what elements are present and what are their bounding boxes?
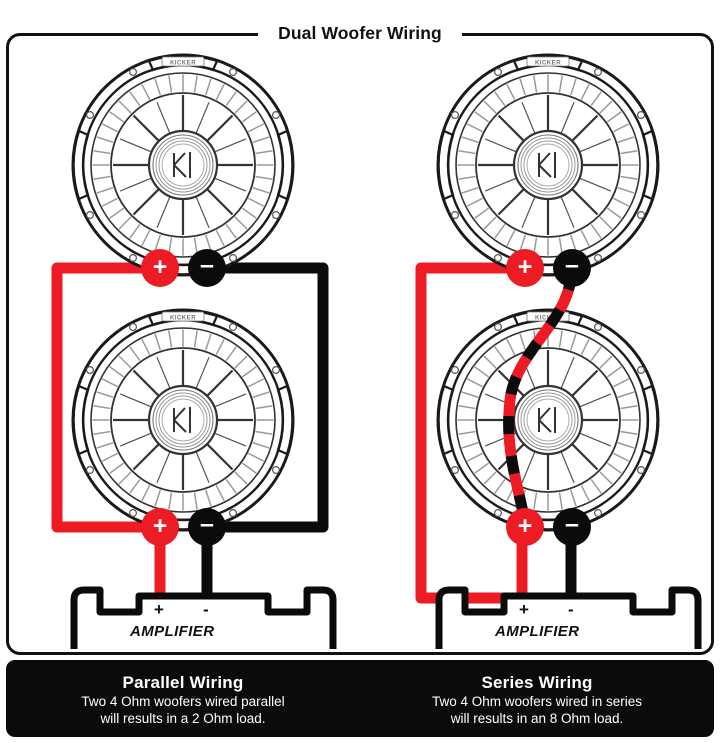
series-link-wire-black-overlay: [503, 271, 577, 525]
terminal-minus-glyph: –: [565, 510, 579, 538]
terminal-bottom-right-positive[interactable]: +: [506, 508, 544, 546]
woofer-bottom-left: [71, 308, 295, 532]
woofer-top-left: [71, 53, 295, 277]
parallel-positive-wire: [51, 262, 160, 533]
summary-series-title: Series Wiring: [481, 673, 593, 692]
summary-parallel-line1: Two 4 Ohm woofers wired parallel: [81, 694, 285, 709]
amp-right-positive-label: +: [519, 600, 529, 619]
terminal-bottom-left-positive[interactable]: +: [141, 508, 179, 546]
terminal-bottom-right-negative[interactable]: –: [553, 508, 591, 546]
summary-parallel-title: Parallel Wiring: [122, 673, 244, 692]
summary-series-line2: will results in an 8 Ohm load.: [450, 711, 624, 726]
terminal-minus-glyph: –: [200, 251, 214, 279]
terminal-top-right-negative[interactable]: –: [553, 249, 591, 287]
amplifier-left: [70, 586, 337, 649]
summary-parallel: Parallel Wiring Two 4 Ohm woofers wired …: [6, 660, 360, 737]
terminal-plus-glyph: +: [152, 511, 168, 540]
terminal-top-left-negative[interactable]: –: [188, 249, 226, 287]
woofer-bottom-right: [436, 308, 660, 532]
amp-left-positive-label: +: [154, 600, 164, 619]
terminal-top-right-positive[interactable]: +: [506, 249, 544, 287]
amp-right-name: AMPLIFIER: [495, 623, 580, 640]
summary-parallel-line2: will results in a 2 Ohm load.: [100, 711, 266, 726]
amp-left-name: AMPLIFIER: [130, 623, 215, 640]
woofer-top-right: [436, 53, 660, 277]
summary-banner: Parallel Wiring Two 4 Ohm woofers wired …: [6, 660, 714, 737]
amplifier-right: [435, 586, 702, 649]
summary-series: Series Wiring Two 4 Ohm woofers wired in…: [360, 660, 714, 737]
title-gap: [258, 22, 462, 46]
terminal-plus-glyph: +: [517, 511, 533, 540]
amp-left-negative-label: -: [203, 600, 209, 619]
terminal-minus-glyph: –: [200, 510, 214, 538]
terminal-plus-glyph: +: [152, 252, 168, 281]
parallel-negative-wire: [207, 262, 329, 533]
amp-right-negative-label: -: [568, 600, 574, 619]
terminal-minus-glyph: –: [565, 251, 579, 279]
summary-series-line1: Two 4 Ohm woofers wired in series: [431, 694, 643, 709]
page-title: Dual Woofer Wiring: [278, 22, 442, 43]
terminal-bottom-left-negative[interactable]: –: [188, 508, 226, 546]
terminal-top-left-positive[interactable]: +: [141, 249, 179, 287]
terminal-plus-glyph: +: [517, 252, 533, 281]
